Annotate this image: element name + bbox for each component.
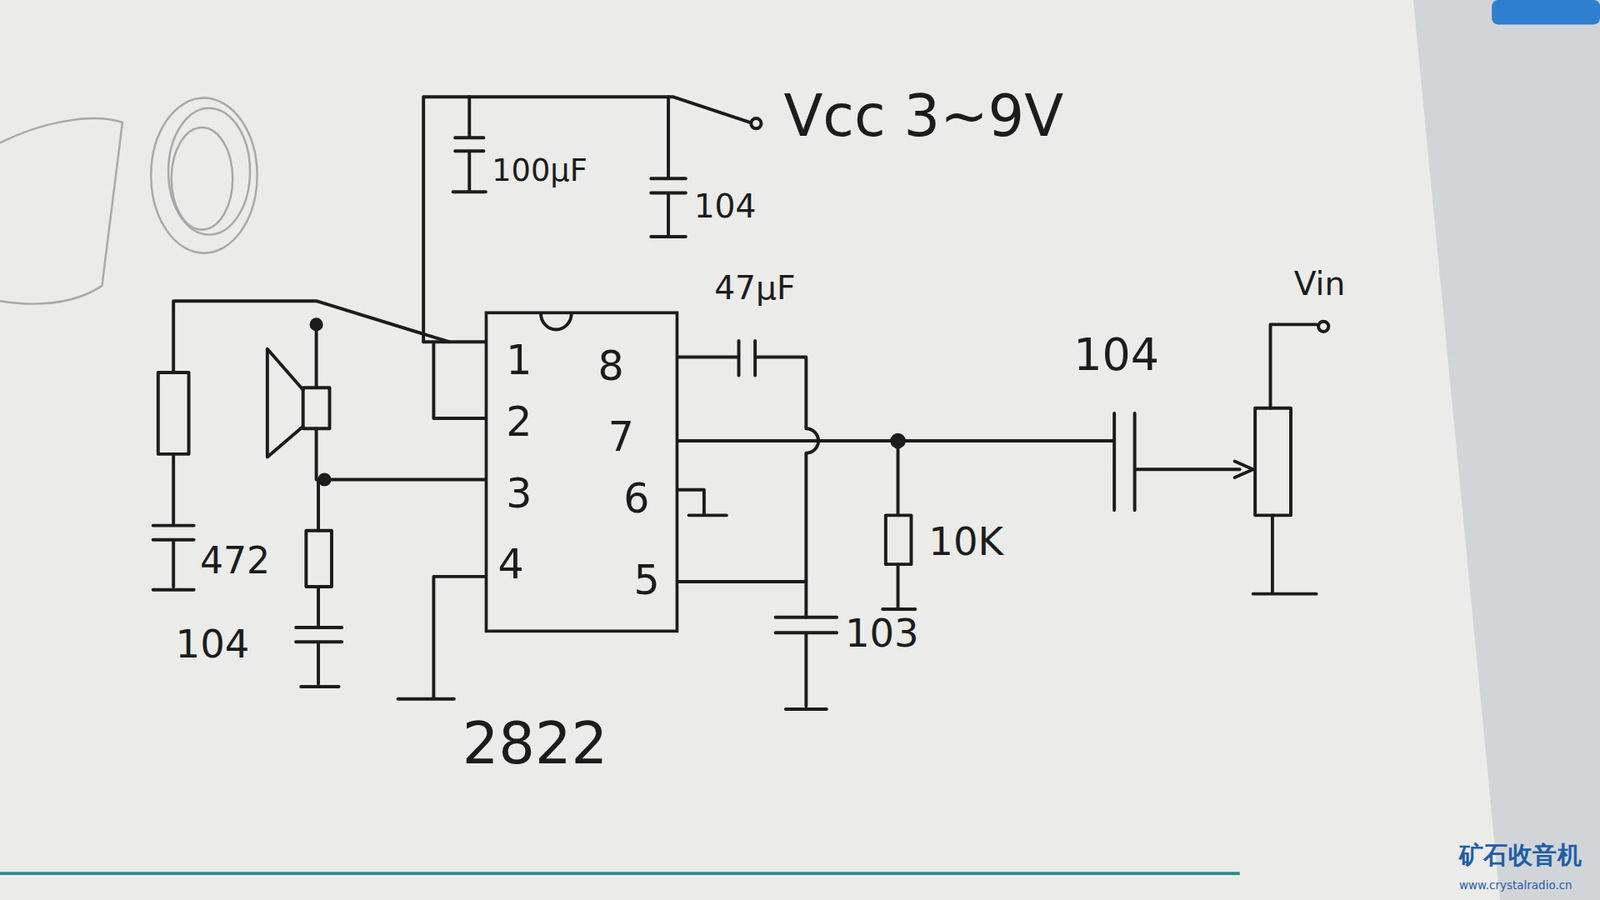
pencil-sketch-part xyxy=(150,98,257,254)
power-rail-part xyxy=(650,96,686,237)
pin-number: 8 xyxy=(598,345,625,386)
pencil-sketch xyxy=(0,98,258,305)
pin-number: 1 xyxy=(505,340,532,381)
output-network-part xyxy=(1114,413,1240,510)
component-value: 10K xyxy=(928,522,1004,562)
output-network-part xyxy=(1318,321,1329,332)
input-network-part xyxy=(295,586,342,687)
component-value: 104 xyxy=(694,190,757,223)
power-rail xyxy=(423,96,761,342)
component-value: 103 xyxy=(845,614,920,654)
pencil-sketch-part xyxy=(171,127,233,230)
pin-number: 3 xyxy=(505,472,532,514)
output-network-part xyxy=(678,490,727,516)
input-network-part xyxy=(267,349,304,458)
input-network-part xyxy=(316,480,320,531)
paper-part xyxy=(0,871,1240,875)
output-network-part xyxy=(1255,408,1291,516)
input-network-part xyxy=(316,428,485,480)
output-network-part xyxy=(1253,515,1317,594)
power-rail-part xyxy=(453,96,486,192)
pin-number: 7 xyxy=(608,416,635,458)
watermark: 矿石收音机 xyxy=(1459,842,1582,867)
signal-name: Vin xyxy=(1294,267,1346,300)
component-value: 104 xyxy=(1073,332,1160,378)
input-network-part xyxy=(305,530,332,587)
input-network-part xyxy=(303,387,330,429)
input-network-part xyxy=(423,341,485,419)
component-value: 100μF xyxy=(491,155,588,186)
pin-number: 5 xyxy=(633,559,660,600)
pencil-sketch-part xyxy=(168,108,250,235)
output-network-part xyxy=(885,515,912,565)
output-network-part xyxy=(678,580,806,584)
component-value: 472 xyxy=(200,542,270,580)
input-network-part xyxy=(398,576,485,700)
output-network-part xyxy=(678,340,819,618)
power-rail-part xyxy=(750,118,761,129)
output-network-part xyxy=(1235,460,1254,478)
output-network xyxy=(678,321,1329,710)
input-network-part xyxy=(173,300,450,373)
pencil-sketch-part xyxy=(0,118,123,304)
watermark-url: www.crystalradio.cn xyxy=(1459,880,1573,891)
output-network-part xyxy=(896,440,900,515)
supply-voltage: Vcc 3~9V xyxy=(783,87,1064,145)
pin-number: 6 xyxy=(623,477,650,519)
part-number: 2822 xyxy=(462,715,609,773)
pin-number: 4 xyxy=(498,544,525,585)
paper-part xyxy=(1491,0,1600,25)
amplifier-ic: 182736452822 xyxy=(485,310,680,633)
paper-part xyxy=(1413,0,1600,900)
output-network-part xyxy=(1270,324,1316,408)
input-network-part xyxy=(153,454,195,590)
input-network-part xyxy=(315,324,319,388)
component-value: 47μF xyxy=(714,271,795,305)
input-network-part xyxy=(540,313,572,330)
component-value: 104 xyxy=(175,624,250,664)
input-network-part xyxy=(319,474,330,485)
pin-number: 2 xyxy=(505,400,532,442)
output-network-part xyxy=(775,617,837,710)
output-network-part xyxy=(882,564,915,610)
input-network-part xyxy=(158,372,190,455)
input-network xyxy=(153,300,572,700)
